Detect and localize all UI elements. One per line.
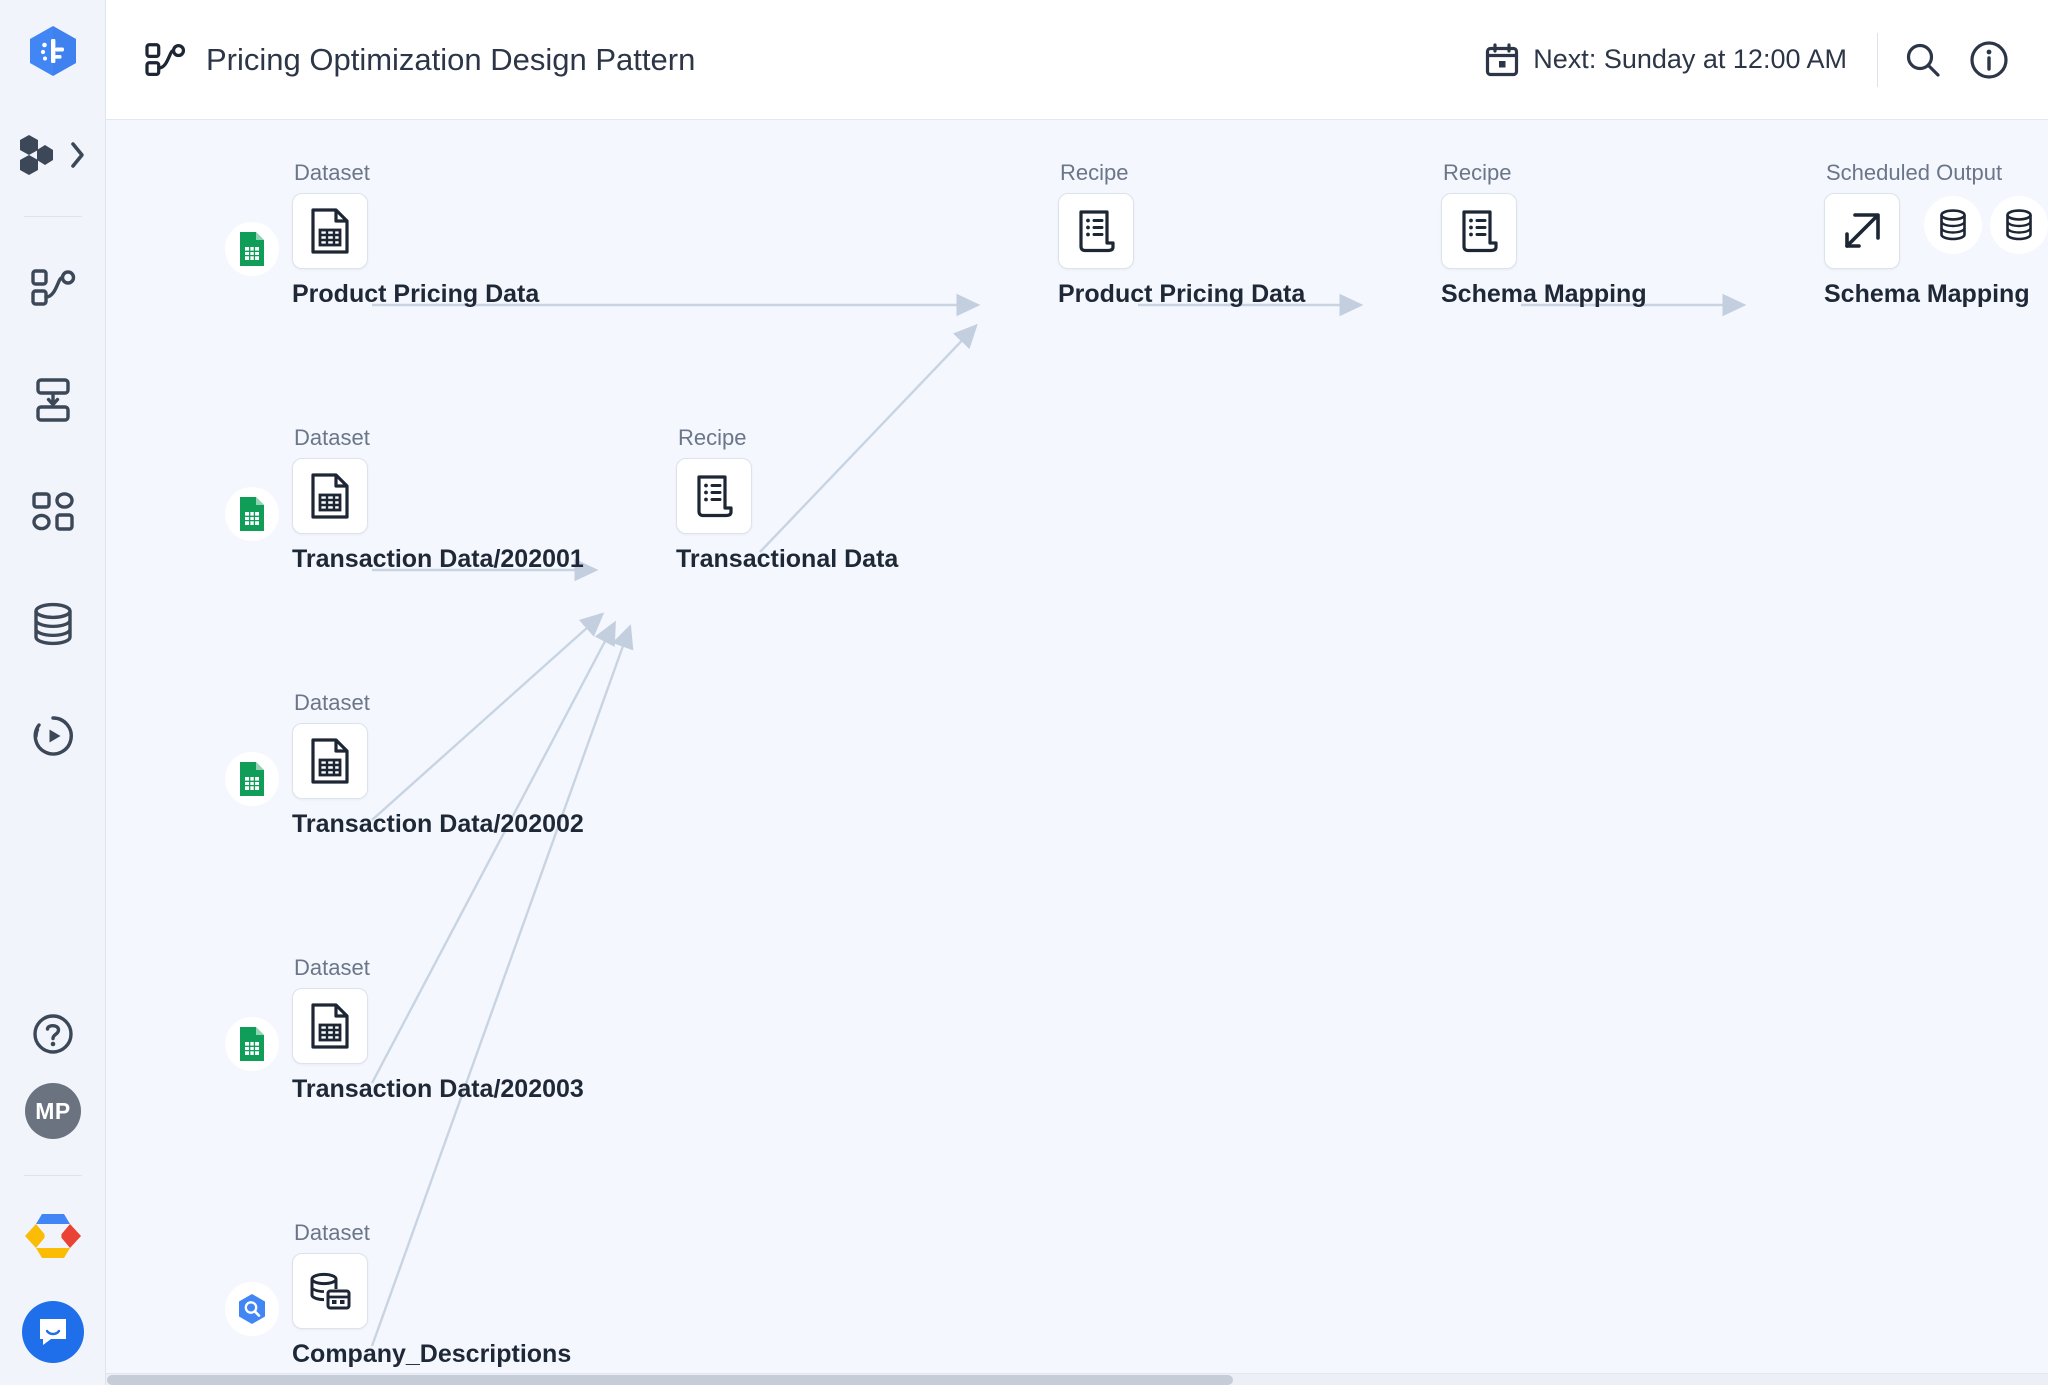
flow-graph-icon xyxy=(30,269,75,306)
dataset-import-icon xyxy=(35,378,70,422)
project-switcher[interactable] xyxy=(13,128,93,182)
calendar-icon xyxy=(1486,42,1519,76)
node-transaction-data-202003[interactable]: Dataset xyxy=(225,955,584,1104)
search-button[interactable] xyxy=(1890,27,1956,93)
node-label: Transactional Data xyxy=(676,545,899,573)
page-title: Pricing Optimization Design Pattern xyxy=(206,41,696,77)
project-hexagons-icon xyxy=(19,135,53,175)
rail-icon-list xyxy=(18,253,88,813)
node-schema-mapping-output[interactable]: Scheduled Output xyxy=(1824,160,2048,309)
node-type-label: Recipe xyxy=(1060,160,1129,185)
rail-divider-top xyxy=(23,216,82,217)
node-product-pricing-data-recipe[interactable]: Recipe Product Pricing Data xyxy=(1058,160,1305,309)
rail-bottom-group: MP xyxy=(0,999,106,1385)
sidebar-item-datasets[interactable] xyxy=(18,365,88,435)
google-sheets-icon[interactable] xyxy=(225,752,279,806)
node-company-descriptions[interactable]: Dataset xyxy=(225,1220,572,1369)
database-icon[interactable] xyxy=(1924,196,1982,254)
google-sheets-icon[interactable] xyxy=(225,487,279,541)
node-product-pricing-data-dataset[interactable]: Dataset xyxy=(225,160,540,309)
sidebar-item-dashboards[interactable] xyxy=(18,477,88,547)
node-label: Company_Descriptions xyxy=(292,1340,572,1368)
node-type-label: Recipe xyxy=(1443,160,1512,185)
node-label: Transaction Data/202002 xyxy=(292,810,584,838)
node-box[interactable] xyxy=(676,458,752,534)
node-label: Schema Mapping xyxy=(1441,280,1647,308)
node-box[interactable] xyxy=(225,193,368,276)
node-type-label: Scheduled Output xyxy=(1826,160,2003,185)
file-table-icon xyxy=(311,1003,349,1049)
database-icon xyxy=(33,602,72,646)
flow-graph-icon xyxy=(144,42,186,78)
node-transaction-data-202001[interactable]: Dataset xyxy=(225,425,584,574)
node-box[interactable] xyxy=(225,1253,368,1336)
node-box[interactable] xyxy=(1058,193,1134,269)
info-circle-icon xyxy=(1970,40,2008,79)
file-table-icon xyxy=(311,738,349,784)
schedule-status[interactable]: Next: Sunday at 12:00 AM xyxy=(1485,42,1877,77)
node-schema-mapping-recipe[interactable]: Recipe Schema Mapping xyxy=(1441,160,1647,309)
node-transactional-data-recipe[interactable]: Recipe Transactional Data xyxy=(676,425,898,574)
help-button[interactable] xyxy=(18,999,88,1069)
recipe-list-icon xyxy=(1462,210,1498,253)
recipe-list-icon xyxy=(697,475,733,518)
node-type-label: Dataset xyxy=(294,955,370,980)
database-icon[interactable] xyxy=(1990,196,2048,254)
top-bar: Pricing Optimization Design Pattern Next… xyxy=(106,0,2048,120)
export-arrow-icon xyxy=(1845,213,1880,248)
google-sheets-icon[interactable] xyxy=(225,222,279,276)
node-type-label: Dataset xyxy=(294,690,370,715)
node-box[interactable] xyxy=(225,723,368,806)
node-type-label: Dataset xyxy=(294,425,370,450)
sidebar-item-automation[interactable] xyxy=(18,701,88,771)
google-sheets-icon[interactable] xyxy=(225,1017,279,1071)
intercom-chat-icon xyxy=(40,1319,66,1345)
chevron-right-icon xyxy=(70,142,84,168)
node-transaction-data-202002[interactable]: Dataset xyxy=(225,690,584,839)
node-box[interactable] xyxy=(1824,193,1900,269)
top-bar-divider xyxy=(1877,32,1878,87)
dataiku-hexagon-logo-icon[interactable] xyxy=(24,22,82,80)
node-type-label: Recipe xyxy=(678,425,747,450)
play-circle-dashed-icon xyxy=(33,716,73,756)
help-question-icon xyxy=(33,1014,73,1054)
file-table-icon xyxy=(311,473,349,519)
sidebar-item-flow[interactable] xyxy=(18,253,88,323)
top-bar-left: Pricing Optimization Design Pattern xyxy=(144,42,695,78)
user-avatar[interactable]: MP xyxy=(25,1083,81,1139)
node-box[interactable] xyxy=(225,988,368,1071)
node-label: Schema Mapping xyxy=(1824,280,2030,308)
node-label: Transaction Data/202003 xyxy=(292,1075,584,1103)
node-label: Product Pricing Data xyxy=(292,280,540,308)
node-box[interactable] xyxy=(225,458,368,541)
database-table-icon xyxy=(310,1272,351,1310)
horizontal-scrollbar[interactable] xyxy=(106,1373,2048,1385)
rail-divider-bottom xyxy=(24,1175,82,1176)
node-type-label: Dataset xyxy=(294,160,370,185)
search-icon xyxy=(1906,43,1940,77)
file-table-icon xyxy=(311,208,349,254)
chat-support-button[interactable] xyxy=(22,1301,84,1363)
flow-canvas[interactable]: Dataset xyxy=(106,120,2048,1385)
recipe-list-icon xyxy=(1079,210,1115,253)
node-label: Product Pricing Data xyxy=(1058,280,1306,308)
bigquery-icon[interactable] xyxy=(225,1282,279,1336)
node-type-label: Dataset xyxy=(294,1220,370,1245)
sidebar-item-data-catalog[interactable] xyxy=(18,589,88,659)
info-button[interactable] xyxy=(1956,27,2022,93)
main-area: Pricing Optimization Design Pattern Next… xyxy=(106,0,2048,1385)
grid-apps-icon xyxy=(31,492,74,531)
google-cloud-icon[interactable] xyxy=(24,1210,82,1267)
top-bar-right: Next: Sunday at 12:00 AM xyxy=(1485,27,2022,93)
schedule-text: Next: Sunday at 12:00 AM xyxy=(1533,44,1847,74)
node-label: Transaction Data/202001 xyxy=(292,545,584,573)
left-nav-rail: MP xyxy=(0,0,106,1385)
node-box[interactable] xyxy=(1441,193,1517,269)
